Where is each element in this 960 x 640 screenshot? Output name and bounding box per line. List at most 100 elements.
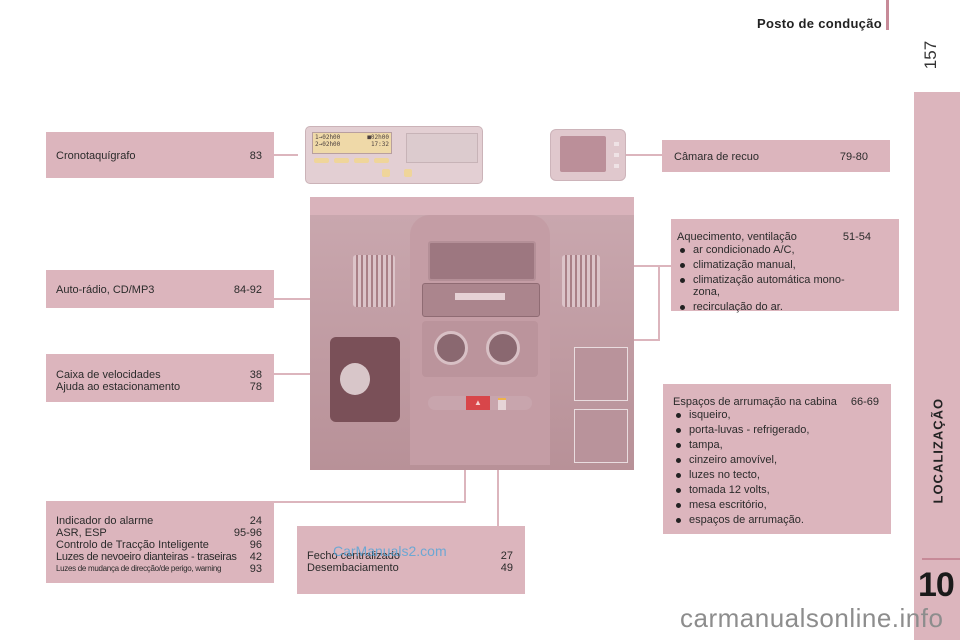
bullet-item: cinzeiro amovível, xyxy=(673,454,879,466)
bullet-item: porta-luvas - refrigerado, xyxy=(673,424,879,436)
air-vent-left[interactable] xyxy=(353,255,395,307)
tachograph-button-4[interactable] xyxy=(374,158,389,163)
callout-row: Controlo de Tracção Inteligente 96 xyxy=(56,539,262,551)
bullet-item: tampa, xyxy=(673,439,879,451)
chapter-label: LOCALIZAÇÃO xyxy=(930,397,946,504)
hazard-warning-button[interactable]: ▲ xyxy=(466,396,490,410)
callout-row: ASR, ESP 95-96 xyxy=(56,527,262,539)
tachograph-button-3[interactable] xyxy=(354,158,369,163)
callout-locking: Fecho centralizado 27 Desembaciamento 49 xyxy=(297,526,525,594)
callout-label: Controlo de Tracção Inteligente xyxy=(56,539,209,551)
tachograph-eject-1[interactable] xyxy=(382,169,390,177)
page-ref-link[interactable]: 24 xyxy=(249,515,262,527)
callout-gearbox: Caixa de velocidades 38 Ajuda ao estacio… xyxy=(46,354,274,402)
header-accent-bar xyxy=(886,0,889,30)
tachograph-button-1[interactable] xyxy=(314,158,329,163)
callout-label: Luzes de mudança de direcção/de perigo, … xyxy=(56,564,222,573)
callout-label: Auto-rádio, CD/MP3 xyxy=(56,284,155,296)
page-ref-link[interactable]: 96 xyxy=(249,539,262,551)
callout-label: Cronotaquígrafo xyxy=(56,150,136,162)
camera-monitor-button[interactable] xyxy=(614,142,619,146)
callout-storage: Espaços de arrumação na cabina 66-69 isq… xyxy=(663,384,891,534)
tachograph-eject-2[interactable] xyxy=(404,169,412,177)
camera-monitor-screen xyxy=(560,136,606,172)
temperature-knob[interactable] xyxy=(434,331,468,365)
callout-label: Fecho centralizado xyxy=(307,550,400,562)
page-ref-link[interactable]: 66-69 xyxy=(850,396,879,408)
callout-row: Desembaciamento 49 xyxy=(307,562,513,574)
page-ref-link[interactable]: 93 xyxy=(249,563,262,575)
camera-monitor-button[interactable] xyxy=(614,164,619,168)
bullet-item: luzes no tecto, xyxy=(673,469,879,481)
callout-row: Câmara de recuo 79-80 xyxy=(674,151,868,163)
callout-label: Luzes de nevoeiro dianteiras - traseiras xyxy=(56,551,237,563)
callout-row: Aquecimento, ventilação 51-54 xyxy=(677,231,871,243)
callout-row: Auto-rádio, CD/MP3 84-92 xyxy=(56,284,262,296)
bullet-item: espaços de arrumação. xyxy=(673,514,879,526)
tacho-line1-right: ■02h00 xyxy=(367,134,389,141)
callout-row: Cronotaquígrafo 83 xyxy=(56,150,262,162)
bullet-item: climatização automática mono-zona, xyxy=(677,274,871,298)
callout-row: Espaços de arrumação na cabina 66-69 xyxy=(673,396,879,408)
callout-heating: Aquecimento, ventilação 51-54 ar condici… xyxy=(671,219,899,313)
page-number: 157 xyxy=(921,40,941,70)
callout-row: Ajuda ao estacionamento 78 xyxy=(56,381,262,393)
callout-radio: Auto-rádio, CD/MP3 84-92 xyxy=(46,270,274,308)
callout-title: Espaços de arrumação na cabina xyxy=(673,396,837,408)
bullet-item: climatização manual, xyxy=(677,259,871,271)
page-ref-link[interactable]: 79-80 xyxy=(839,151,868,163)
callout-label: ASR, ESP xyxy=(56,527,107,539)
tacho-line1-left: 1→02h00 xyxy=(315,134,341,141)
page-ref-link[interactable]: 42 xyxy=(249,551,262,563)
heating-bullet-list: ar condicionado A/C, climatização manual… xyxy=(677,244,871,313)
page-ref-link[interactable]: 38 xyxy=(249,369,262,381)
connector-camera xyxy=(624,154,662,156)
chapter-divider xyxy=(922,558,960,560)
page-ref-link[interactable]: 95-96 xyxy=(233,527,262,539)
watermark-overlay: CarManuals2.com xyxy=(333,543,447,559)
camera-monitor-button[interactable] xyxy=(614,153,619,157)
callout-row: Luzes de nevoeiro dianteiras - traseiras… xyxy=(56,551,262,563)
fan-knob[interactable] xyxy=(486,331,520,365)
tachograph-card-slot xyxy=(406,133,478,163)
section-title: Posto de condução xyxy=(756,16,882,31)
camera-monitor-illustration xyxy=(550,129,626,181)
bullet-item: isqueiro, xyxy=(673,409,879,421)
callout-label: Desembaciamento xyxy=(307,562,399,574)
gear-knob[interactable] xyxy=(340,363,370,395)
page-ref-link[interactable]: 49 xyxy=(500,562,513,574)
parking-aid-switch-inset xyxy=(574,409,628,463)
tachograph-button-2[interactable] xyxy=(334,158,349,163)
page-ref-link[interactable]: 78 xyxy=(249,381,262,393)
page-ref-link[interactable]: 84-92 xyxy=(233,284,262,296)
callout-tachograph: Cronotaquígrafo 83 xyxy=(46,132,274,178)
radio-display xyxy=(455,293,505,300)
watermark-footer: carmanualsonline.info xyxy=(680,603,944,633)
bullet-item: tomada 12 volts, xyxy=(673,484,879,496)
page-ref-link[interactable]: 51-54 xyxy=(842,231,871,243)
callout-title: Aquecimento, ventilação xyxy=(677,231,797,243)
storage-slot xyxy=(428,241,536,281)
air-vent-right[interactable] xyxy=(562,255,600,307)
storage-bullet-list: isqueiro, porta-luvas - refrigerado, tam… xyxy=(673,409,879,526)
defrost-switch-inset xyxy=(574,347,628,401)
bullet-item: mesa escritório, xyxy=(673,499,879,511)
dashboard-illustration: ▲ xyxy=(310,197,634,470)
central-locking-button[interactable] xyxy=(498,398,506,410)
callout-row: Luzes de mudança de direcção/de perigo, … xyxy=(56,563,262,575)
connector-tachograph xyxy=(274,154,298,156)
bullet-item: ar condicionado A/C, xyxy=(677,244,871,256)
connector-alarm-h xyxy=(274,501,466,503)
callout-label: Caixa de velocidades xyxy=(56,369,161,381)
page-ref-link[interactable]: 83 xyxy=(249,150,262,162)
page-ref-link[interactable]: 27 xyxy=(500,550,513,562)
callout-row: Indicador do alarme 24 xyxy=(56,515,262,527)
connector-gearbox xyxy=(274,373,344,375)
chapter-side-tab xyxy=(914,92,960,640)
callout-camera: Câmara de recuo 79-80 xyxy=(662,140,890,172)
connector-heating-v xyxy=(658,265,660,340)
radio-unit[interactable] xyxy=(422,283,540,317)
bullet-item: recirculação do ar. xyxy=(677,301,871,313)
